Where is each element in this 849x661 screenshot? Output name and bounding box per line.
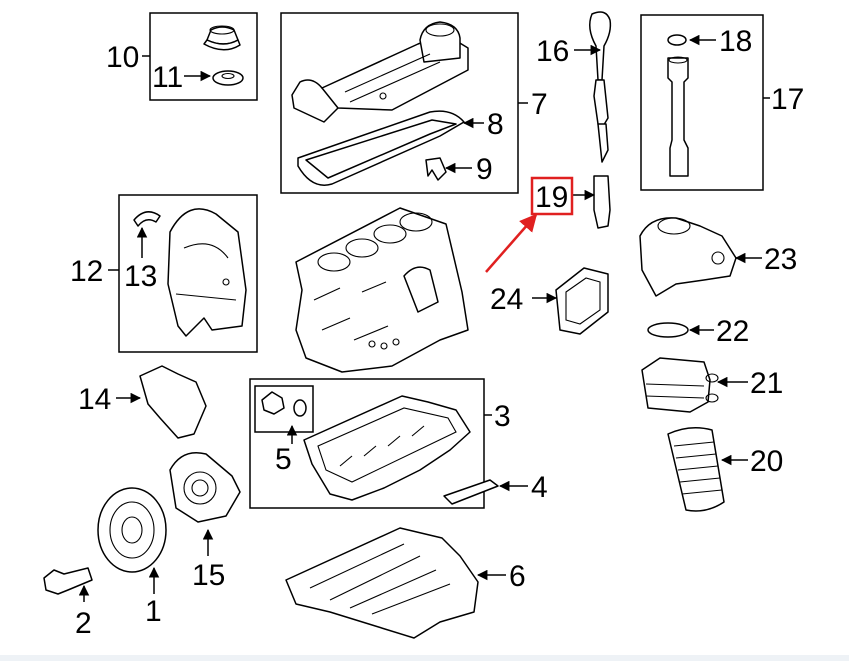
part-seal-ring-11: [212, 70, 244, 86]
group-frame-3: [249, 378, 485, 509]
highlight-box: [530, 176, 574, 216]
callout-16: 16: [536, 35, 569, 68]
part-valve-cover: [291, 21, 469, 123]
group-frame-17: [640, 14, 764, 191]
part-valve-cover-gasket: [297, 110, 465, 186]
callout-23: 23: [764, 243, 797, 276]
part-sealant-tube: [443, 479, 499, 505]
part-timing-cover: [167, 208, 247, 337]
callout-2: 2: [75, 607, 92, 640]
callout-17: 17: [771, 83, 804, 116]
part-dipstick-tube: [593, 175, 611, 229]
callout-18: 18: [719, 25, 752, 58]
callout-9: 9: [476, 153, 493, 186]
part-oil-cooler: [641, 357, 719, 413]
callout-20: 20: [750, 445, 783, 478]
callout-labels: 10 11 7 8 9 16 19 18 17 12 13 14 15 1 2 …: [70, 25, 804, 640]
callout-5: 5: [275, 443, 292, 476]
part-gasket-22: [647, 322, 689, 338]
part-guide-tube: [667, 56, 689, 177]
callout-8: 8: [487, 108, 504, 141]
callout-10: 10: [106, 41, 139, 74]
part-crankshaft-pulley: [97, 487, 167, 573]
callout-11: 11: [152, 61, 183, 94]
part-oil-filter: [667, 427, 725, 512]
bottom-band: [0, 655, 849, 661]
part-seal-plate: [169, 452, 241, 523]
callout-13: 13: [124, 260, 157, 293]
part-pulley-bolt: [43, 567, 93, 595]
callout-22: 22: [716, 315, 749, 348]
part-oil-filler-cap: [203, 25, 241, 51]
part-lower-cover: [285, 527, 479, 639]
part-oil-pan: [303, 395, 471, 501]
callout-21: 21: [750, 367, 783, 400]
group-frame-12: [118, 194, 258, 353]
callout-7: 7: [531, 88, 548, 121]
part-timing-cover-14: [139, 365, 207, 439]
leader-lines: [78, 34, 770, 602]
highlight-arrow: [485, 213, 538, 273]
part-bracket-9: [425, 157, 447, 181]
callout-24: 24: [490, 283, 523, 316]
part-drain-plug: [261, 391, 307, 417]
part-oil-filter-housing: [639, 217, 737, 297]
callout-4: 4: [531, 471, 548, 504]
highlight-callout-19: [485, 176, 574, 273]
callout-19: 19: [535, 181, 568, 214]
callout-14: 14: [78, 383, 111, 416]
part-dipstick: [589, 11, 612, 163]
callout-1: 1: [145, 595, 162, 628]
callout-12: 12: [70, 255, 103, 288]
group-frame-5: [254, 385, 314, 433]
part-o-ring-18: [667, 34, 687, 46]
callout-15: 15: [192, 559, 225, 592]
part-seal-13: [133, 211, 161, 227]
callout-3: 3: [494, 400, 511, 433]
part-gasket-plate-24: [555, 267, 609, 335]
callout-6: 6: [509, 560, 526, 593]
part-engine-block: [295, 207, 469, 373]
